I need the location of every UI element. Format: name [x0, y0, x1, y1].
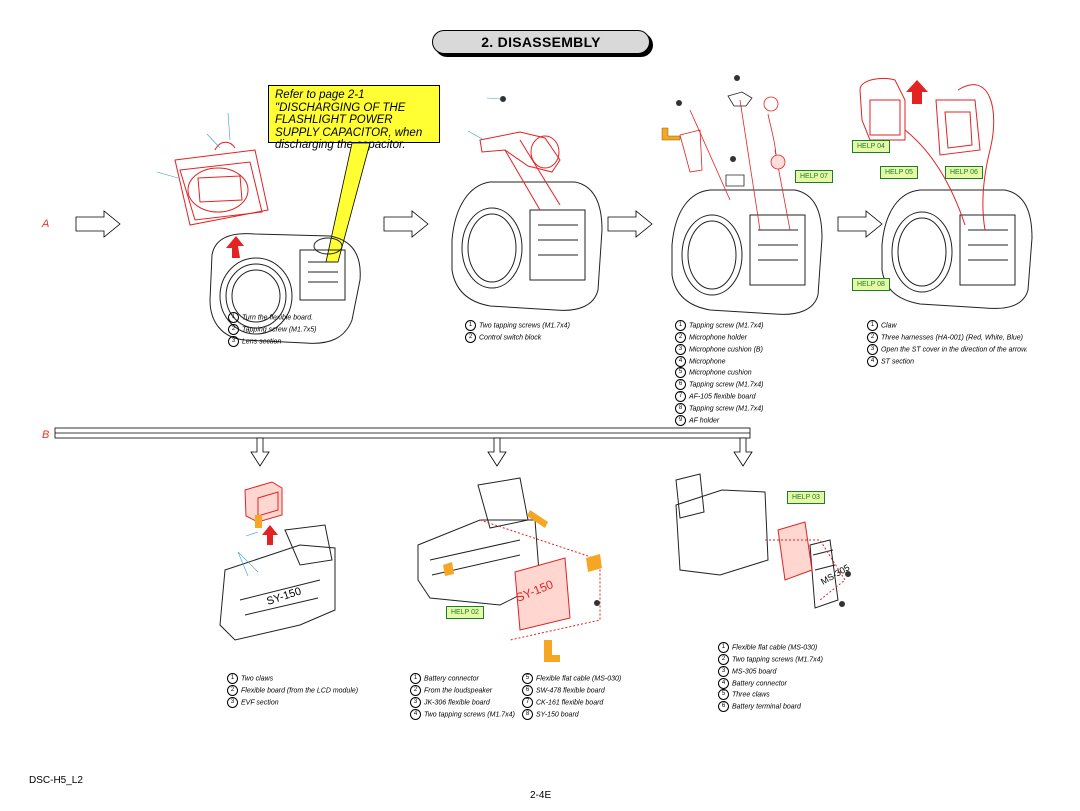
help-04-badge: HELP 04 — [852, 140, 890, 153]
footer-model: DSC-H5_L2 — [29, 775, 83, 786]
step-a1-illustration — [156, 112, 361, 344]
step-a3-illustration — [661, 75, 823, 315]
arrow-step-a3 — [607, 210, 653, 238]
screw-icon — [839, 601, 845, 607]
step-b3-illustration — [675, 473, 851, 609]
step-a2-illustration — [451, 96, 603, 311]
arrow-step-b1 — [250, 437, 270, 467]
help-03-badge: HELP 03 — [787, 491, 825, 504]
screw-icon — [676, 100, 682, 106]
open-arrow-red — [906, 80, 928, 104]
arrow-step-a1 — [75, 210, 121, 238]
help-05-badge: HELP 05 — [880, 166, 918, 179]
sw-flex-highlight — [527, 510, 548, 528]
down-arrows-b — [250, 437, 753, 467]
step-a4-illustration — [859, 77, 1033, 309]
help-08-badge: HELP 08 — [852, 278, 890, 291]
help-07-badge: HELP 07 — [795, 170, 833, 183]
section-b-label: B — [42, 429, 50, 441]
jk-flex-highlight — [443, 562, 454, 576]
af-flex-highlight — [661, 127, 681, 141]
help-02-badge: HELP 02 — [446, 606, 484, 619]
arrow-step-b2 — [487, 437, 507, 467]
screw-icon — [500, 96, 506, 102]
arrow-step-a4 — [837, 210, 883, 238]
footer-page-number: 2-4E — [530, 790, 552, 801]
arrow-step-a2 — [383, 210, 429, 238]
b-distribution — [54, 427, 751, 439]
step-b2-illustration — [417, 477, 602, 662]
step-b1-illustration — [219, 481, 336, 641]
ck-flex-highlight — [586, 554, 602, 572]
section-a-label: A — [42, 218, 50, 230]
screw-icon — [730, 156, 736, 162]
screw-icon — [734, 75, 740, 81]
discharge-callout: Refer to page 2-1 "DISCHARGING OF THE FL… — [268, 85, 440, 151]
ck161-highlight — [544, 640, 560, 662]
arrow-step-b3 — [733, 437, 753, 467]
screw-icon — [845, 571, 851, 577]
screw-icon — [594, 600, 600, 606]
help-06-badge: HELP 06 — [945, 166, 983, 179]
evf-flex-highlight — [255, 515, 262, 528]
step-arrows-a — [75, 210, 883, 238]
evf-arrow-red — [262, 525, 278, 545]
page-title: 2. DISASSEMBLY — [432, 30, 650, 54]
lift-arrow-red — [226, 236, 244, 258]
